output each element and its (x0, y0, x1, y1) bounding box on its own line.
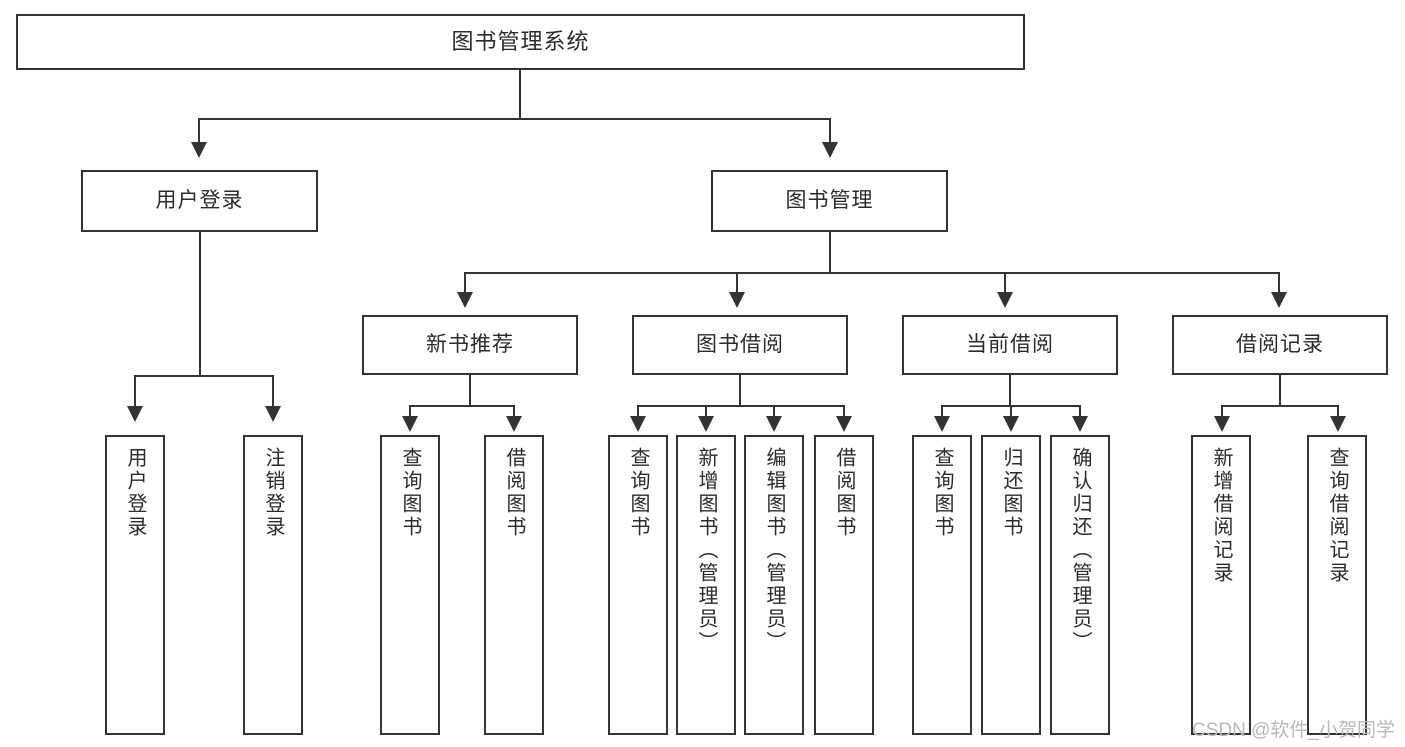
node-label: 用户登录 (124, 447, 146, 539)
connector-br-leaf-2 (1337, 405, 1339, 419)
arrowhead-user-login (191, 142, 207, 158)
node-label: 借阅图书 (503, 447, 525, 539)
arrowhead-borrow-record (1271, 292, 1287, 308)
leaf-logout[interactable]: 注销登录 (243, 435, 303, 735)
arrowhead-current-borrow (997, 292, 1013, 308)
connector-bb-leaf-2 (705, 405, 707, 419)
connector-level3-bus (464, 272, 1280, 274)
leaf-return-book[interactable]: 归还图书 (981, 435, 1041, 735)
connector-to-book-management (829, 118, 831, 146)
node-label: 用户登录 (155, 189, 244, 213)
arrowhead-bb-leaf-2 (698, 416, 714, 432)
arrowhead-nbr-leaf-2 (506, 416, 522, 432)
node-root-book-management-system[interactable]: 图书管理系统 (16, 14, 1025, 70)
node-label: 查询图书 (931, 447, 953, 539)
node-borrow-record[interactable]: 借阅记录 (1172, 315, 1388, 375)
connector-bb-leaf-3 (773, 405, 775, 419)
node-label: 图书管理 (785, 189, 874, 213)
node-label: 注销登录 (262, 447, 284, 539)
connector-bb-leaf-1 (637, 405, 639, 419)
node-label: 图书管理系统 (451, 28, 590, 54)
connector-user-login-leaf-1 (134, 375, 136, 409)
arrowhead-book-management (822, 142, 838, 158)
arrowhead-bb-leaf-3 (766, 416, 782, 432)
connector-borrow-record-stem (1279, 375, 1281, 405)
leaf-add-borrow-record[interactable]: 新增借阅记录 (1191, 435, 1251, 735)
leaf-query-book-borrow[interactable]: 查询图书 (608, 435, 668, 735)
leaf-confirm-return-admin[interactable]: 确认归还（管理员） (1050, 435, 1110, 735)
connector-nbr-leaf-1 (409, 405, 411, 419)
connector-cb-leaf-1 (941, 405, 943, 419)
node-label: 新增图书（管理员） (695, 447, 717, 654)
node-label: 查询图书 (399, 447, 421, 539)
arrowhead-bb-leaf-1 (630, 416, 646, 432)
connector-user-login-stem (199, 232, 201, 375)
arrowhead-user-login-leaf-2 (265, 406, 281, 422)
connector-to-borrow-record (1278, 272, 1280, 294)
connector-user-login-leaf-2 (272, 375, 274, 409)
leaf-borrow-book[interactable]: 借阅图书 (814, 435, 874, 735)
arrowhead-cb-leaf-2 (1003, 416, 1019, 432)
connector-to-user-login (198, 118, 200, 146)
connector-cb-leaf-2 (1010, 405, 1012, 419)
connector-root-stem (519, 70, 521, 118)
arrowhead-nbr-leaf-1 (402, 416, 418, 432)
node-current-borrow[interactable]: 当前借阅 (902, 315, 1118, 375)
arrowhead-br-leaf-2 (1330, 416, 1346, 432)
node-label: 确认归还（管理员） (1069, 447, 1091, 654)
arrowhead-book-borrow (729, 292, 745, 308)
node-label: 借阅图书 (833, 447, 855, 539)
connector-bb-leaf-4 (843, 405, 845, 419)
leaf-user-login[interactable]: 用户登录 (105, 435, 165, 735)
node-label: 当前借阅 (966, 333, 1054, 357)
arrowhead-bb-leaf-4 (836, 416, 852, 432)
connector-nbr-leaf-2 (513, 405, 515, 419)
connector-book-borrow-stem (739, 375, 741, 405)
node-label: 新增借阅记录 (1210, 447, 1232, 585)
node-label: 图书借阅 (696, 333, 784, 357)
connector-cb-leaf-3 (1079, 405, 1081, 419)
arrowhead-user-login-leaf-1 (127, 406, 143, 422)
leaf-query-book-recommend[interactable]: 查询图书 (380, 435, 440, 735)
arrowhead-br-leaf-1 (1214, 416, 1230, 432)
connector-new-book-recommend-stem (469, 375, 471, 405)
node-book-management[interactable]: 图书管理 (711, 170, 948, 232)
connector-book-management-stem (829, 232, 831, 272)
node-user-login[interactable]: 用户登录 (81, 170, 318, 232)
connector-br-leaf-1 (1221, 405, 1223, 419)
node-label: 新书推荐 (426, 333, 514, 357)
arrowhead-cb-leaf-3 (1072, 416, 1088, 432)
connector-new-book-recommend-bus (409, 405, 514, 407)
leaf-edit-book-admin[interactable]: 编辑图书（管理员） (744, 435, 804, 735)
connector-user-login-bus (134, 375, 273, 377)
arrowhead-new-book-recommend (457, 292, 473, 308)
node-label: 编辑图书（管理员） (763, 447, 785, 654)
connector-book-borrow-bus (637, 405, 843, 407)
connector-level2-bus (198, 118, 831, 120)
connector-to-new-book-recommend (464, 272, 466, 294)
leaf-borrow-book-recommend[interactable]: 借阅图书 (484, 435, 544, 735)
connector-to-current-borrow (1004, 272, 1006, 294)
node-book-borrow[interactable]: 图书借阅 (632, 315, 848, 375)
node-label: 查询图书 (627, 447, 649, 539)
node-label: 归还图书 (1000, 447, 1022, 539)
leaf-query-borrow-record[interactable]: 查询借阅记录 (1307, 435, 1367, 735)
node-label: 借阅记录 (1236, 333, 1324, 357)
connector-to-book-borrow (736, 272, 738, 294)
leaf-add-book-admin[interactable]: 新增图书（管理员） (676, 435, 736, 735)
leaf-query-book-current[interactable]: 查询图书 (912, 435, 972, 735)
node-new-book-recommend[interactable]: 新书推荐 (362, 315, 578, 375)
connector-borrow-record-bus (1221, 405, 1338, 407)
connector-current-borrow-stem (1009, 375, 1011, 405)
node-label: 查询借阅记录 (1326, 447, 1348, 585)
arrowhead-cb-leaf-1 (934, 416, 950, 432)
